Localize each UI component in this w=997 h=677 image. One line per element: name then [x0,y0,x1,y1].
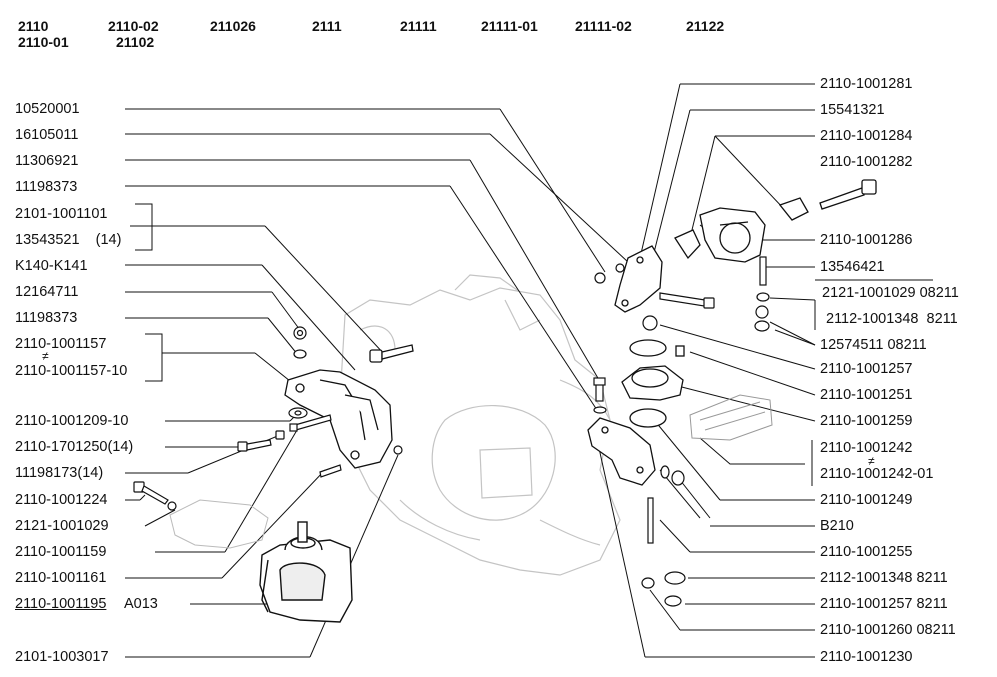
left-nut-stack[interactable] [293,326,307,359]
part-callout-right[interactable]: 13546421 [820,259,885,275]
part-callout-left[interactable]: 2110-1001159 [15,544,107,560]
right-bolts-small[interactable] [593,377,686,607]
part-callout-right[interactable]: 12574511 08211 [820,337,927,353]
left-engine-mount[interactable] [259,521,353,623]
left-mount-bracket[interactable] [284,369,393,469]
part-callout-right[interactable]: 2110-1001242-01 [820,466,934,482]
not-equal-mark: ≠ [868,454,875,468]
right-heat-shield-ghost [689,394,773,441]
part-callout-right[interactable]: 2110-1001281 [820,76,913,92]
part-callout-left[interactable]: 11198373 [15,310,78,326]
part-callout-left[interactable]: 12164711 [15,284,79,300]
part-callout-right[interactable]: 2110-1001282 [820,154,913,170]
part-callout-left[interactable]: 11198373 [15,179,78,195]
part-callout-left[interactable]: 11198173(14) [15,465,104,481]
part-callout-left-underlined[interactable]: 2110-1001195 [15,596,107,612]
part-callout-right[interactable]: 2110-1001255 [820,544,913,560]
right-nuts-washers[interactable] [594,263,770,332]
leader-lines [125,83,933,658]
part-callout-right[interactable]: 2121-1001029 08211 [822,285,959,301]
part-callout-left[interactable]: 11306921 [15,153,79,169]
left-bolt-long[interactable] [369,344,414,363]
part-callout-left[interactable]: K140-K141 [15,258,88,274]
part-callout-right[interactable]: 2110-1001284 [820,128,913,144]
right-top-bolt[interactable] [819,179,877,210]
right-upper-bracket[interactable] [614,245,663,313]
part-callout-left[interactable]: 13543521 (14) [15,232,122,248]
part-callout-left[interactable]: 2110-1001224 [15,492,108,508]
not-equal-mark: ≠ [42,349,49,363]
part-callout-left[interactable]: 2110-1001157-10 [15,363,128,379]
part-callout-right[interactable]: 2110-1001251 [820,387,913,403]
left-washer[interactable] [288,407,308,419]
part-callout-left[interactable]: 2110-1701250(14) [15,439,134,455]
part-callout-right[interactable]: 2110-1001242 [820,440,913,456]
part-callout-right[interactable]: 2110-1001260 08211 [820,622,956,638]
right-engine-mount[interactable] [621,339,685,428]
right-top-mount[interactable] [674,197,809,263]
part-callout-right[interactable]: 2110-1001259 [820,413,913,429]
left-support-ghost [169,499,269,549]
part-callout-right[interactable]: B210 [820,518,854,534]
model-col: 21122 [686,18,725,34]
part-callout-left[interactable]: 10520001 [15,101,80,117]
variant-code: A013 [124,596,158,612]
left-small-bolts[interactable] [133,414,403,511]
part-callout-right[interactable]: 2110-1001257 [820,361,913,377]
part-callout-left[interactable]: 2110-1001209-10 [15,413,129,429]
part-callout-left[interactable]: 2101-1003017 [15,649,109,665]
right-long-bolt[interactable] [659,292,715,309]
model-col: 21111 [400,18,437,34]
part-callout-left[interactable]: 2110-1001157 [15,336,107,352]
engine-ghost-outline [339,274,621,576]
part-callout-left[interactable]: 2101-1001101 [15,206,108,222]
part-callout-right[interactable]: 15541321 [820,102,885,118]
part-callout-right[interactable]: 2110-1001249 [820,492,913,508]
model-col: 2110 2110-01 [18,18,69,50]
part-callout-left[interactable]: 16105011 [15,127,79,143]
model-col: 2110-02 21102 [108,18,159,50]
model-col: 21111-01 [481,18,538,34]
part-callout-left[interactable]: 2110-1001161 [15,570,107,586]
model-col: 21111-02 [575,18,632,34]
part-callout-left[interactable]: 2121-1001029 [15,518,109,534]
part-callout-right[interactable]: 2110-1001230 [820,649,913,665]
part-callout-right[interactable]: 2112-1001348 8211 [826,311,958,327]
part-callout-right[interactable]: 2112-1001348 8211 [820,570,948,586]
part-callout-right[interactable]: 2110-1001257 8211 [820,596,948,612]
part-callout-right[interactable]: 2110-1001286 [820,232,913,248]
model-col: 211026 [210,18,256,34]
right-stud[interactable] [759,256,767,286]
model-col: 2111 [312,18,342,34]
right-lower-bracket[interactable] [587,417,656,486]
